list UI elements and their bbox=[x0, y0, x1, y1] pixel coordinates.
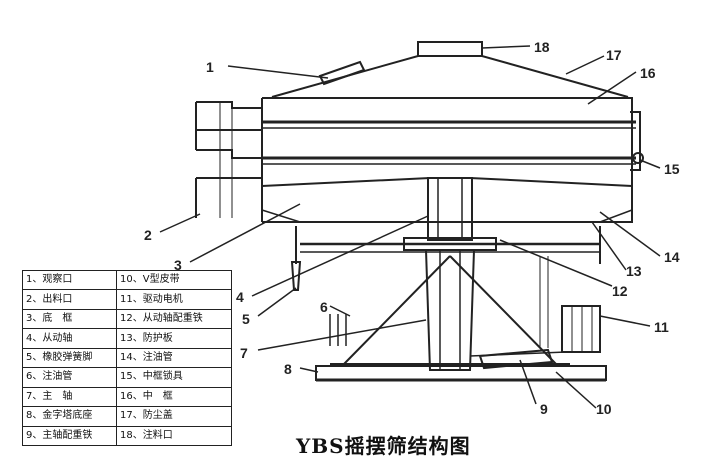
feed-inlet bbox=[417, 41, 483, 57]
callout-10: 10 bbox=[596, 401, 612, 417]
legend-cell: 17、防尘盖 bbox=[116, 406, 232, 427]
legend-cell: 3、底 框 bbox=[21, 308, 118, 330]
drive-motor bbox=[561, 305, 601, 353]
discharge-outlets bbox=[195, 101, 262, 218]
callout-12: 12 bbox=[612, 283, 628, 299]
oil-pipe bbox=[329, 314, 347, 346]
legend-cell: 12、从动轴配重铁 bbox=[116, 308, 232, 330]
callout-numbers: 1 2 3 4 5 6 7 8 9 10 11 12 13 14 15 16 1… bbox=[144, 39, 680, 417]
legend-cell: 10、V型皮带 bbox=[116, 269, 232, 291]
callout-11: 11 bbox=[654, 319, 669, 335]
diagram-title: YBS摇摆筛结构图 bbox=[296, 434, 471, 458]
legend-cell: 5、橡胶弹簧脚 bbox=[21, 347, 118, 369]
leader-lines bbox=[159, 45, 661, 409]
callout-5: 5 bbox=[242, 311, 250, 327]
callout-18: 18 bbox=[534, 39, 550, 55]
callout-13: 13 bbox=[626, 263, 642, 279]
callout-8: 8 bbox=[284, 361, 292, 377]
observation-port bbox=[318, 60, 366, 86]
bottom-frame-outline bbox=[261, 177, 633, 187]
callout-1: 1 bbox=[206, 59, 214, 75]
middle-frame-clamp bbox=[630, 111, 641, 171]
callout-16: 16 bbox=[640, 65, 656, 81]
machine-drawing bbox=[195, 41, 644, 382]
callout-4: 4 bbox=[236, 289, 244, 305]
legend-cell: 4、从动轴 bbox=[21, 328, 118, 349]
callout-6: 6 bbox=[320, 299, 328, 315]
legend-cell: 16、中 框 bbox=[116, 386, 232, 408]
shaft-housing bbox=[427, 177, 473, 241]
main-shaft-counterweight bbox=[478, 348, 554, 370]
dust-cover-outline bbox=[271, 55, 629, 98]
callout-15: 15 bbox=[664, 161, 680, 177]
rubber-spring-foot bbox=[290, 226, 302, 291]
pyramid-base bbox=[343, 255, 557, 365]
middle-frame-body bbox=[262, 97, 633, 223]
legend-cell: 6、注油管 bbox=[21, 367, 118, 388]
legend-cell: 1、观察口 bbox=[21, 269, 118, 291]
callout-14: 14 bbox=[664, 249, 680, 265]
legend-cell: 15、中框锁具 bbox=[116, 367, 232, 388]
legend-cell: 18、注料口 bbox=[116, 425, 232, 446]
legend-cell: 2、出料口 bbox=[21, 289, 118, 310]
v-belt bbox=[469, 351, 567, 357]
main-shaft bbox=[424, 249, 476, 371]
legend-cell: 8、金字塔底座 bbox=[21, 406, 118, 427]
callout-9: 9 bbox=[540, 401, 548, 417]
callout-2: 2 bbox=[144, 227, 152, 243]
callout-7: 7 bbox=[240, 345, 248, 361]
callout-3: 3 bbox=[174, 257, 182, 273]
legend-cell: 7、主 轴 bbox=[21, 386, 118, 408]
legend-cell: 14、注油管 bbox=[116, 347, 232, 369]
protective-plate bbox=[539, 256, 549, 348]
callout-17: 17 bbox=[606, 47, 622, 63]
legend-cell: 11、驱动电机 bbox=[116, 289, 232, 310]
legend-cell: 9、主轴配重铁 bbox=[21, 425, 118, 446]
legend-cell: 13、防护板 bbox=[116, 328, 232, 349]
